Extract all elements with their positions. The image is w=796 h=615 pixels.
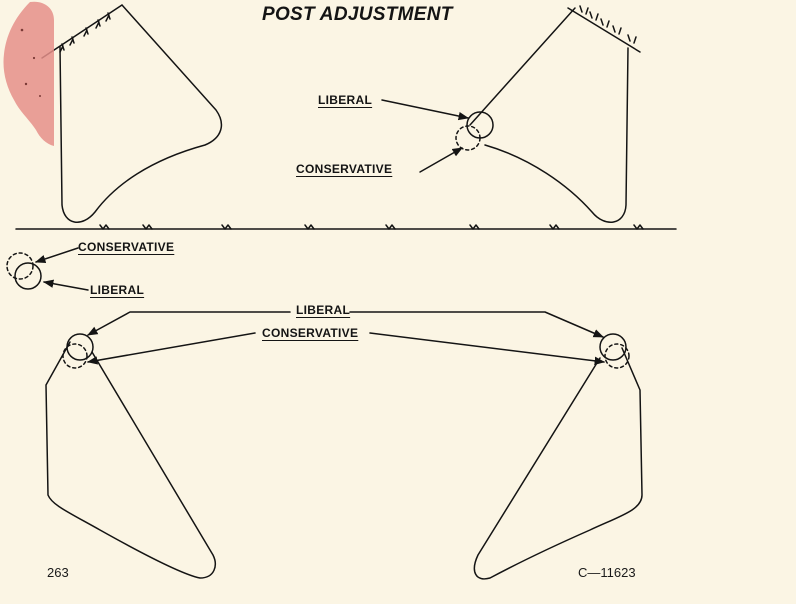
bottom-right-conservative-circle — [604, 343, 630, 369]
top-right-conservative-circle — [455, 125, 481, 151]
bottom-conservative-pointer-left — [86, 332, 256, 365]
top-right-conservative-pointer — [419, 147, 463, 173]
top-right-liberal-pointer — [381, 99, 470, 121]
bottom-left-post-outline — [45, 341, 216, 579]
catalog-number: C—11623 — [578, 565, 636, 580]
paper-stain — [3, 1, 54, 147]
legend-liberal-circle — [14, 262, 42, 290]
bottom-right-liberal-circle — [599, 333, 627, 361]
fence-barbs — [99, 224, 644, 230]
top-left-wire — [41, 4, 123, 59]
label-conservative-legend: CONSERVATIVE — [78, 240, 175, 254]
page-bottom-margin — [0, 604, 796, 615]
legend-liberal-pointer — [42, 279, 89, 291]
bottom-liberal-pointer-left — [87, 311, 291, 336]
legend-conservative-pointer — [35, 247, 79, 263]
label-conservative-top-right: CONSERVATIVE — [296, 162, 393, 176]
legend-conservative-circle — [6, 252, 34, 280]
top-right-post-outline — [469, 7, 629, 223]
diagram-title: POST ADJUSTMENT — [262, 4, 453, 25]
bottom-right-post-outline — [473, 347, 643, 580]
top-left-post-outline — [59, 4, 223, 223]
bottom-left-conservative-circle — [62, 343, 88, 369]
bottom-conservative-pointer-right — [369, 332, 606, 366]
label-liberal-top-right: LIBERAL — [318, 93, 373, 107]
label-liberal-bottom: LIBERAL — [296, 303, 351, 317]
bottom-left-liberal-circle — [66, 333, 94, 361]
label-liberal-legend: LIBERAL — [90, 283, 145, 297]
label-conservative-bottom: CONSERVATIVE — [262, 326, 359, 340]
top-right-wire — [567, 7, 641, 53]
top-left-wire-barbs — [59, 12, 111, 53]
top-right-wire-barbs — [579, 5, 637, 44]
page-number: 263 — [47, 565, 69, 580]
bottom-liberal-pointer-right — [349, 311, 604, 338]
